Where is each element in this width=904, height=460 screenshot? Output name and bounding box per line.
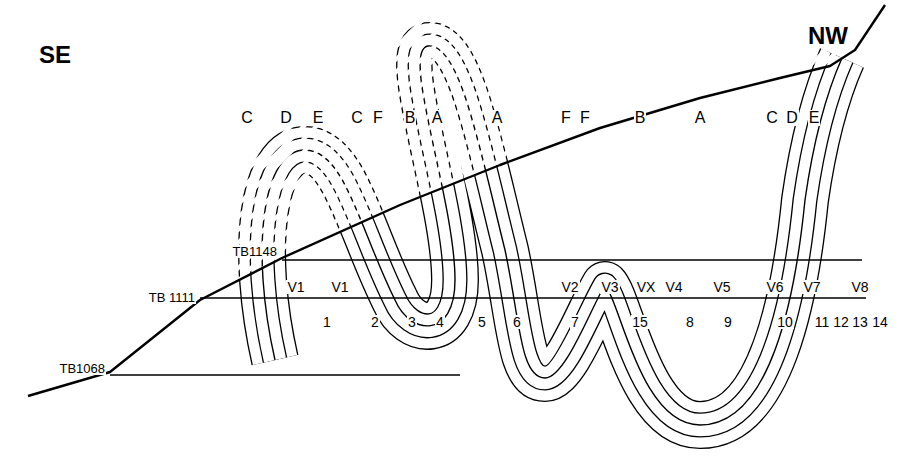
bed-letter: C — [765, 110, 779, 126]
bed-letter: C — [240, 110, 254, 126]
bed-letter: D — [279, 110, 293, 126]
bed-letter: D — [785, 110, 799, 126]
borehole-label: TB1148 — [231, 245, 278, 258]
bed-letter: E — [312, 110, 325, 126]
bed-letter: B — [634, 110, 647, 126]
borehole-label: TB1068 — [58, 362, 106, 375]
vein-label: V7 — [802, 280, 821, 294]
callout-number: 7 — [570, 315, 580, 329]
callout-number: 6 — [512, 315, 522, 329]
callout-number: 13 — [851, 315, 869, 329]
borehole-line — [200, 297, 866, 298]
callout-number: 12 — [832, 315, 850, 329]
bed-letter: C — [350, 110, 364, 126]
callout-number: 11 — [814, 315, 831, 329]
callout-number: 9 — [723, 315, 733, 329]
vein-label: V8 — [850, 280, 869, 294]
callout-number: 2 — [370, 315, 380, 329]
callout-number: 14 — [871, 315, 889, 329]
vein-label: V4 — [664, 280, 683, 294]
borehole-line — [110, 374, 460, 375]
vein-label: V3 — [600, 280, 619, 294]
callout-number: 3 — [407, 315, 417, 329]
bed-trace-projected — [262, 46, 842, 425]
vein-label: VX — [636, 280, 657, 294]
vein-label: V5 — [712, 280, 731, 294]
callout-number: 4 — [435, 315, 445, 329]
callout-number: 1 — [322, 315, 332, 329]
bed-letter: A — [431, 110, 444, 126]
orientation-label: SE — [38, 43, 72, 67]
bed-letter: E — [808, 110, 821, 126]
bed-letter: F — [579, 110, 591, 126]
callout-number: 10 — [776, 315, 794, 329]
vein-label: V6 — [765, 280, 784, 294]
ground-surface — [28, 5, 885, 396]
bed-letter: A — [694, 110, 707, 126]
borehole-line — [282, 259, 862, 260]
bed-letter: B — [404, 110, 417, 126]
bed-letter: A — [491, 110, 504, 126]
bed-letter: F — [560, 110, 572, 126]
callout-number: 5 — [477, 315, 487, 329]
callout-number: 15 — [631, 315, 649, 329]
vein-label: V1 — [330, 280, 349, 294]
vein-label: V1 — [286, 280, 305, 294]
bed-trace-solid — [262, 46, 842, 425]
borehole-label: TB 1111 — [148, 291, 196, 304]
vein-label: V2 — [560, 280, 579, 294]
callout-number: 8 — [685, 315, 695, 329]
orientation-label: NW — [807, 24, 849, 48]
bed-letter: F — [372, 110, 384, 126]
